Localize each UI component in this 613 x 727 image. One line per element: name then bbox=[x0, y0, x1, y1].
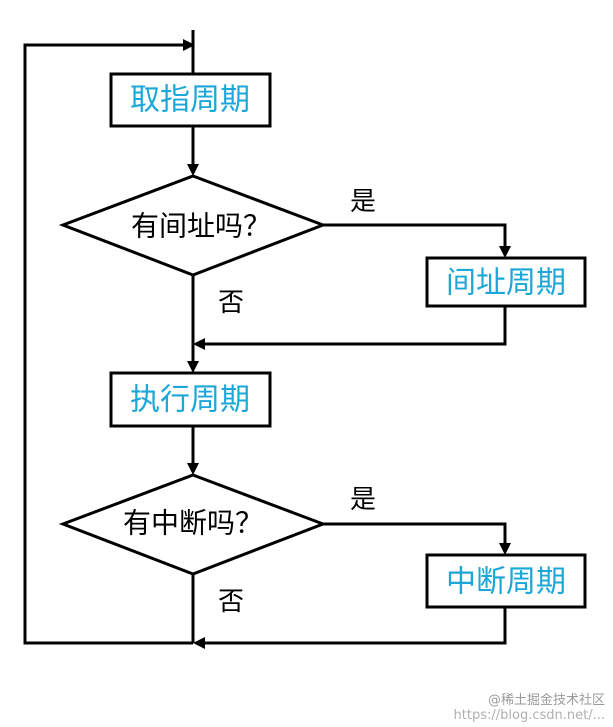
fetch-cycle-label: 取指周期 bbox=[130, 83, 250, 118]
indirect-decision-diamond: 有间址吗？ bbox=[58, 174, 328, 277]
interrupt-cycle-return-line bbox=[203, 607, 507, 645]
indirect-decision-label: 有间址吗？ bbox=[131, 210, 271, 243]
interrupt-cycle-box: 中断周期 bbox=[425, 553, 587, 609]
indirect-cycle-label: 间址周期 bbox=[446, 266, 566, 301]
indirect-yes-line bbox=[323, 223, 507, 248]
indirect-no-arrow bbox=[187, 361, 199, 373]
loop-back-arrow bbox=[183, 39, 195, 51]
interrupt-decision-label: 有中断吗？ bbox=[123, 507, 263, 540]
indirect-yes-arrow bbox=[499, 246, 511, 258]
interrupt-yes-line bbox=[323, 522, 507, 545]
execute-cycle-label: 执行周期 bbox=[130, 383, 250, 418]
interrupt-decision-shape bbox=[58, 473, 328, 576]
interrupt-yes-arrow bbox=[499, 543, 511, 555]
watermark-url: https://blog.csdn.net/... bbox=[453, 708, 605, 723]
watermark: @稀土掘金技术社区 https://blog.csdn.net/... bbox=[454, 689, 605, 723]
fetch-cycle-rect bbox=[109, 72, 272, 128]
indirect-no-label: 否 bbox=[218, 288, 244, 318]
fetch-cycle-box: 取指周期 bbox=[109, 72, 272, 128]
execute-cycle-box: 执行周期 bbox=[109, 371, 272, 428]
interrupt-cycle-label: 中断周期 bbox=[446, 565, 566, 600]
fetch-to-indirect-decision-arrow bbox=[187, 164, 199, 176]
indirect-cycle-box: 间址周期 bbox=[425, 256, 587, 308]
indirect-cycle-rect bbox=[425, 256, 587, 308]
indirect-decision-shape bbox=[58, 174, 328, 277]
interrupt-no-label: 否 bbox=[218, 587, 244, 617]
interrupt-cycle-rect bbox=[425, 553, 587, 609]
interrupt-yes-label: 是 bbox=[350, 485, 376, 515]
execute-cycle-rect bbox=[109, 371, 272, 428]
loop-back-line bbox=[23, 43, 193, 645]
watermark-source: @稀土掘金技术社区 bbox=[487, 693, 605, 708]
execute-to-interrupt-decision-arrow bbox=[187, 463, 199, 475]
indirect-cycle-return-arrow bbox=[193, 338, 205, 350]
indirect-yes-label: 是 bbox=[350, 187, 376, 217]
interrupt-cycle-return-arrow bbox=[193, 637, 205, 649]
indirect-cycle-return-line bbox=[203, 306, 507, 346]
interrupt-decision-diamond: 有中断吗？ bbox=[58, 473, 328, 576]
